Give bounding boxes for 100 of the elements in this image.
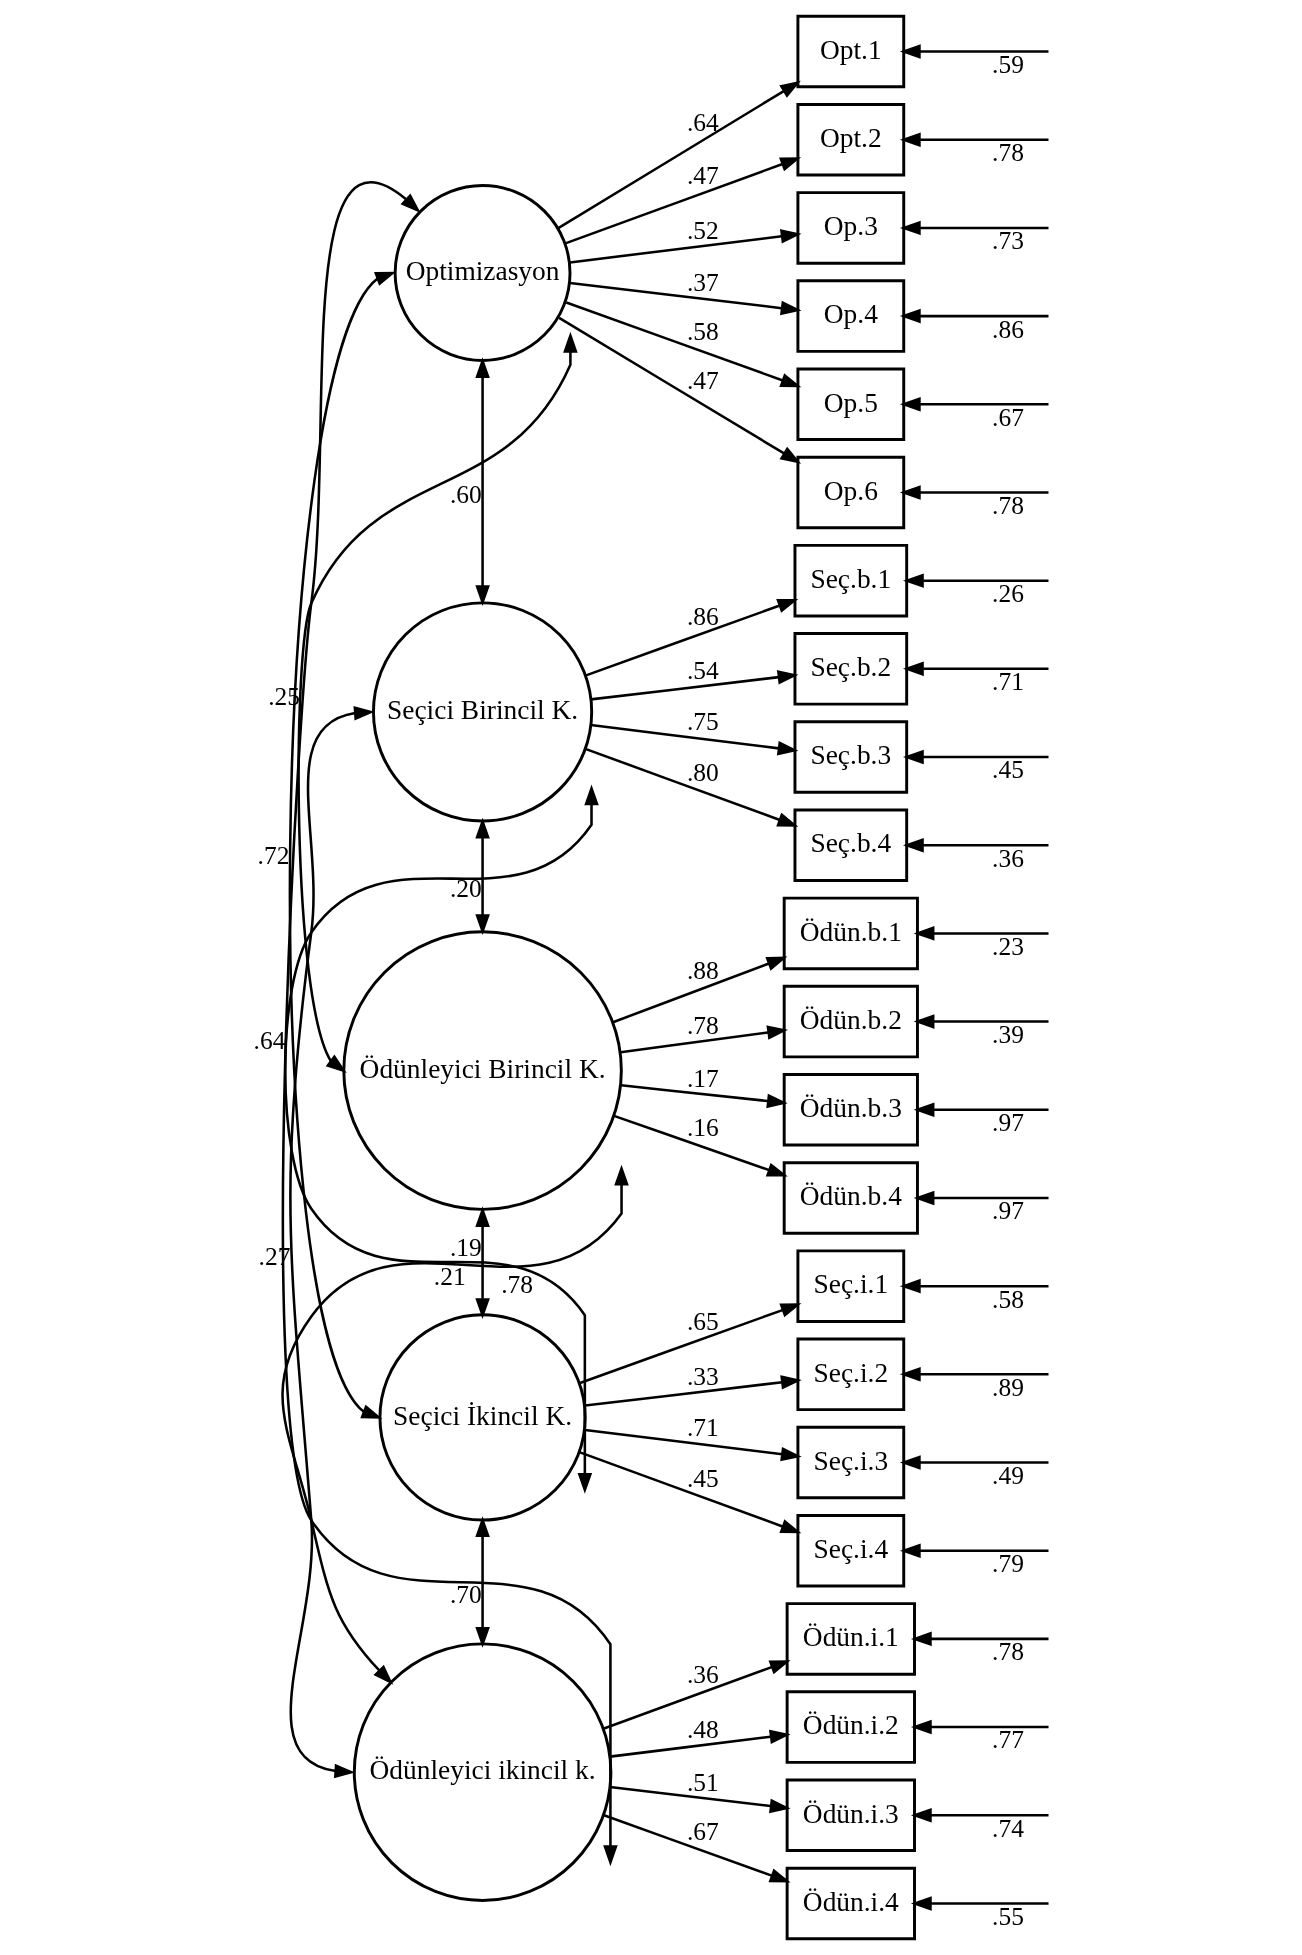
node-box: Ödün.i.3 (785, 1778, 916, 1852)
edge-label: .54 (686, 656, 719, 686)
arrow (902, 573, 1048, 588)
arrow (578, 1303, 801, 1385)
arrow (578, 1450, 801, 1534)
edge-label: .70 (449, 1579, 482, 1609)
edge-label: .80 (686, 758, 719, 788)
arrow (913, 1102, 1049, 1118)
edge-label: .17 (686, 1064, 719, 1094)
edge-label: .75 (686, 707, 719, 737)
arrow (609, 1785, 791, 1814)
edge-label: .59 (991, 49, 1024, 79)
arrow (474, 1516, 490, 1648)
arrow (474, 817, 490, 936)
edge-label: .79 (991, 1549, 1024, 1579)
arrow (899, 1455, 1048, 1470)
arrow (288, 705, 375, 1779)
node-circle: Seçici İkincil K. (377, 1313, 587, 1522)
edge-label: .78 (991, 138, 1024, 168)
edge-label: .39 (991, 1019, 1024, 1049)
edge-label: .16 (686, 1113, 719, 1143)
edge-label: .71 (991, 667, 1024, 697)
arrow (910, 1631, 1049, 1647)
edge-label: .78 (686, 1011, 719, 1041)
edge-label: .73 (991, 226, 1024, 256)
arrow (613, 1114, 788, 1177)
node-circle: Ödünleyici Birincil K. (341, 930, 623, 1211)
arrow (899, 132, 1048, 147)
arrow (584, 1428, 802, 1462)
arrow (281, 182, 618, 1867)
arrow (288, 271, 396, 1419)
arrow (913, 926, 1049, 941)
node-box: Ödün.b.2 (782, 984, 919, 1059)
edge-label: .33 (686, 1361, 719, 1391)
arrow (296, 331, 578, 1073)
arrow (602, 1660, 791, 1730)
arrow (910, 1896, 1049, 1911)
node-box: Ödün.i.2 (785, 1690, 916, 1764)
edge-label: .89 (991, 1372, 1024, 1402)
arrow (585, 747, 798, 827)
arrow (899, 220, 1048, 236)
node-box: Seç.i.4 (795, 1513, 905, 1588)
arrow (474, 357, 490, 607)
arrow (902, 837, 1048, 853)
edge-label: .86 (686, 601, 719, 631)
edge-label: .21 (433, 1262, 466, 1292)
edge-label: .19 (449, 1232, 482, 1262)
node-box: Seç.b.1 (793, 543, 908, 618)
arrow (280, 1164, 629, 1685)
edge-label: .58 (686, 317, 719, 347)
edge-label: .49 (991, 1460, 1024, 1490)
arrow (474, 1206, 490, 1320)
arrow (620, 1084, 788, 1109)
arrow (913, 1190, 1049, 1206)
node-box: Seç.i.3 (795, 1425, 905, 1500)
arrow (590, 723, 798, 756)
arrow (612, 956, 787, 1024)
node-box: Op.6 (795, 455, 905, 530)
arrow (569, 281, 802, 316)
node-box: Ödün.b.4 (782, 1161, 919, 1235)
arrow (590, 670, 798, 701)
node-box: Ödün.b.3 (782, 1073, 919, 1147)
arrow (902, 661, 1048, 677)
node-box: Ödün.i.4 (785, 1866, 916, 1941)
arrow (584, 1375, 802, 1407)
edge-label: .86 (991, 314, 1024, 344)
edge-label: .60 (449, 479, 482, 509)
edge-label: .48 (686, 1714, 719, 1744)
node-box: Seç.b.3 (793, 720, 908, 794)
arrow (910, 1808, 1049, 1823)
edge-label: .78 (500, 1269, 533, 1299)
edge-label: .23 (991, 931, 1024, 961)
arrow (569, 229, 801, 264)
edge-label: .51 (686, 1767, 719, 1797)
node-circle: Ödünleyici ikincil k. (352, 1642, 612, 1902)
arrow (564, 157, 801, 245)
arrow (913, 1014, 1049, 1029)
edge-label: .37 (686, 268, 719, 298)
arrow (283, 784, 599, 1494)
node-box: Opt.1 (795, 14, 905, 89)
edge-label: .58 (991, 1284, 1024, 1314)
edge-label: .47 (686, 160, 719, 190)
node-box: Op.3 (795, 191, 905, 265)
arrow (558, 316, 801, 464)
arrow (899, 308, 1048, 324)
edge-label: .78 (991, 1637, 1024, 1667)
arrow (902, 749, 1048, 765)
edge-label: .20 (449, 874, 482, 904)
edge-label: .97 (991, 1196, 1024, 1226)
edge-label: .36 (991, 843, 1024, 873)
arrow (620, 1025, 788, 1054)
edge-label: .74 (991, 1813, 1024, 1843)
node-box: Op.5 (795, 367, 905, 442)
edge-label: .52 (686, 215, 719, 245)
edge-label: .26 (991, 579, 1024, 609)
arrow (609, 1729, 791, 1758)
edge-label: .78 (991, 490, 1024, 520)
arrow (565, 301, 801, 388)
node-box: Opt.2 (795, 103, 905, 177)
arrow (899, 1367, 1048, 1382)
